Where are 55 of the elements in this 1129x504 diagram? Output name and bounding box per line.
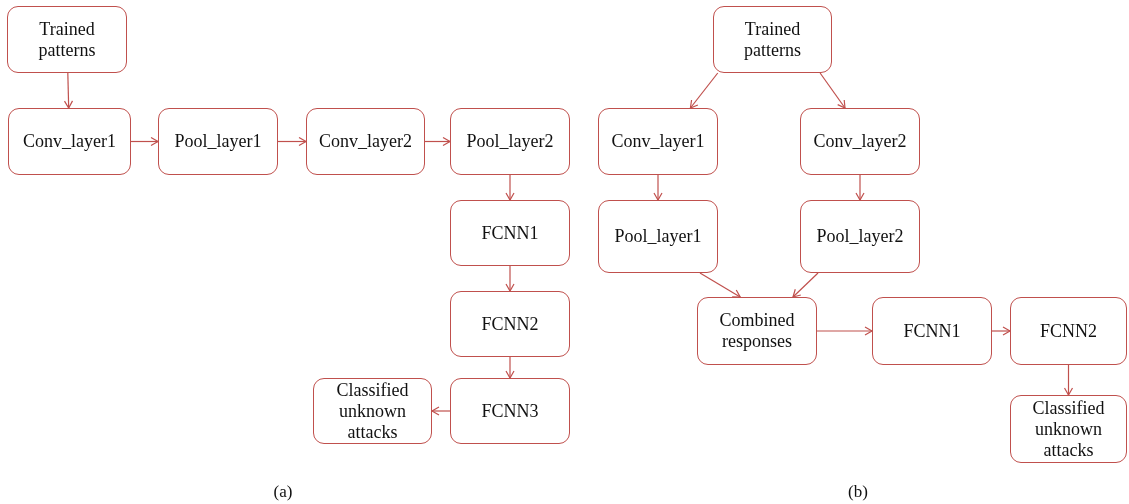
box-label: FCNN2 [481, 313, 539, 335]
box-label: Pool_layer2 [466, 131, 554, 152]
arrow [505, 174, 515, 201]
box-label: Combined responses [718, 310, 796, 352]
arrow [505, 265, 515, 292]
process-box [1010, 297, 1127, 365]
box-label: Conv_layer2 [813, 131, 907, 152]
arrow [130, 136, 159, 147]
arrow [855, 174, 865, 201]
process-box [313, 378, 432, 444]
process-box [450, 200, 570, 266]
box-label: FCNN1 [903, 320, 961, 342]
process-box [800, 200, 920, 273]
arrow [689, 72, 719, 109]
process-box [800, 108, 920, 175]
process-box [872, 297, 992, 365]
arrow [63, 72, 74, 109]
process-box [8, 108, 131, 175]
box-label: Pool_layer1 [614, 226, 702, 247]
box-label: FCNN1 [481, 222, 539, 244]
box-label: Conv_layer1 [23, 131, 116, 152]
process-box [450, 378, 570, 444]
process-box [1010, 395, 1127, 463]
process-box [697, 297, 817, 365]
arrow [792, 272, 819, 298]
box-label: Trained patterns [743, 18, 802, 61]
process-box [713, 6, 832, 73]
arrow [277, 136, 307, 147]
box-label: FCNN3 [481, 400, 539, 422]
arrow [424, 136, 451, 147]
box-label: Conv_layer1 [611, 131, 705, 152]
arrow [653, 174, 663, 201]
arrow [1063, 364, 1074, 396]
process-box [7, 6, 127, 73]
box-label: Classified unknown attacks [1031, 397, 1106, 461]
process-box [450, 108, 570, 175]
process-box [450, 291, 570, 357]
arrow [991, 326, 1011, 336]
process-box [598, 108, 718, 175]
box-label: Classified unknown attacks [335, 379, 410, 443]
panel-label: (b) [848, 482, 868, 502]
process-box [158, 108, 278, 175]
arrow [816, 326, 873, 336]
arrow [431, 406, 451, 416]
process-box [306, 108, 425, 175]
box-label: FCNN2 [1040, 320, 1097, 342]
arrow [505, 356, 515, 379]
process-box [598, 200, 718, 273]
arrow [699, 272, 741, 298]
panel-label: (a) [273, 482, 293, 502]
box-label: Pool_layer2 [816, 226, 904, 247]
box-label: Trained patterns [37, 18, 97, 61]
box-label: Pool_layer1 [174, 131, 262, 152]
box-label: Conv_layer2 [319, 131, 412, 152]
arrow [819, 72, 846, 109]
